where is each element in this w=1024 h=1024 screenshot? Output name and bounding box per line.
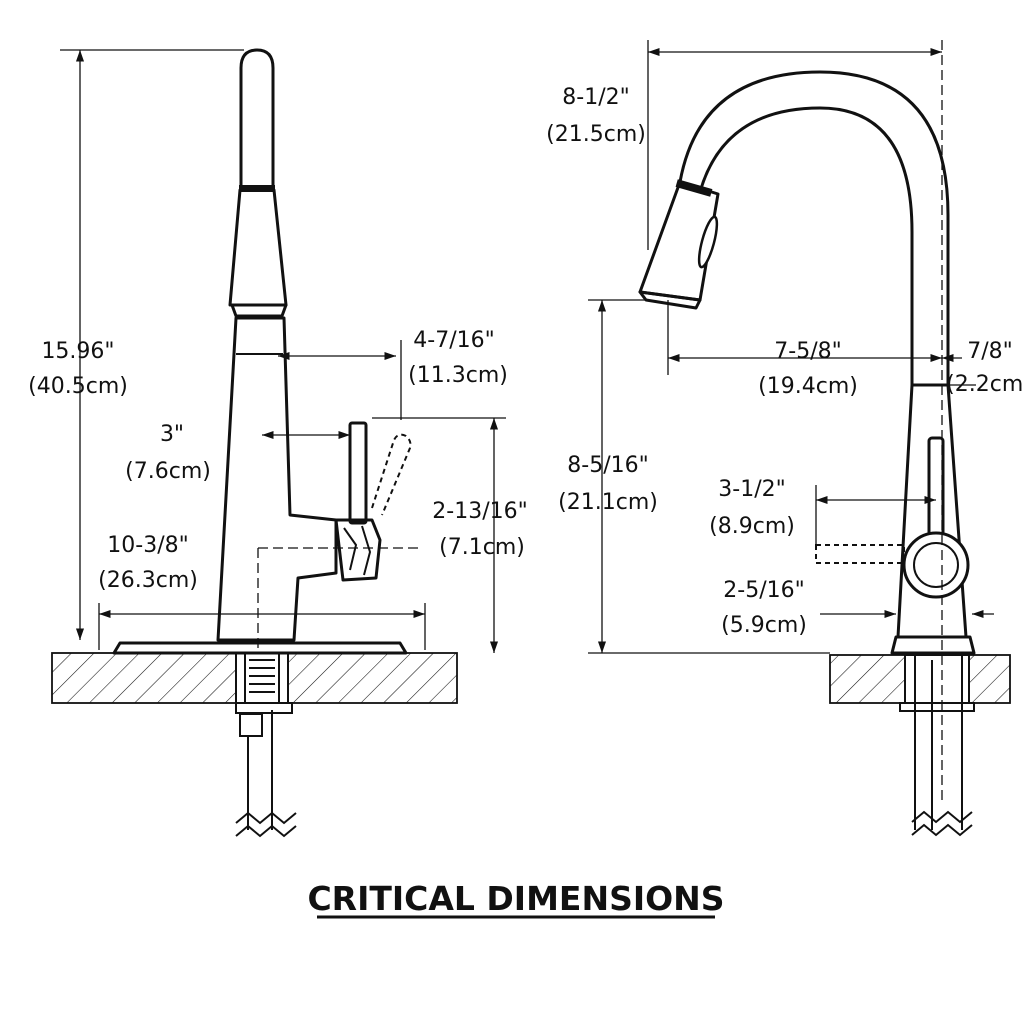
side-handle-length-metric: (8.9cm) <box>709 514 795 539</box>
front-handle-reach-imperial: 4-7/16" <box>413 328 494 353</box>
side-view <box>588 40 1011 837</box>
side-base <box>890 635 976 655</box>
side-view-labels: 8-1/2" (21.5cm) 7-5/8" (19.4cm) 7/8" (2.… <box>546 85 1024 638</box>
front-handle-hub <box>334 518 382 582</box>
front-deck-plate <box>112 641 408 655</box>
side-lever-handle <box>927 436 945 540</box>
drawing-title: CRITICAL DIMENSIONS <box>307 879 724 918</box>
front-lever-offset-metric: (7.6cm) <box>125 459 211 484</box>
front-lever-offset-imperial: 3" <box>160 422 184 447</box>
side-faucet-body <box>896 383 968 639</box>
side-mounting-shank <box>899 654 975 837</box>
side-aerator-height-imperial: 8-5/16" <box>567 453 648 478</box>
side-spout-reach-metric: (19.4cm) <box>758 374 858 399</box>
side-lever-open-position <box>815 544 905 564</box>
front-spray-head <box>228 188 288 307</box>
front-height-imperial: 15.96" <box>41 339 114 364</box>
front-spout-wand <box>239 48 275 190</box>
front-deck-width-imperial: 10-3/8" <box>107 533 188 558</box>
front-lever-handle <box>348 421 368 525</box>
front-height-metric: (40.5cm) <box>28 374 128 399</box>
side-gooseneck-spout <box>698 106 914 387</box>
side-spout-clearance-imperial: 8-1/2" <box>562 85 629 110</box>
front-handle-reach-metric: (11.3cm) <box>408 363 508 388</box>
side-base-diameter-metric: (5.9cm) <box>721 613 807 638</box>
side-base-diameter-imperial: 2-5/16" <box>723 578 804 603</box>
side-body-offset-imperial: 7/8" <box>967 339 1013 364</box>
front-faucet-body <box>216 316 338 642</box>
side-spout-clearance-metric: (21.5cm) <box>546 122 646 147</box>
side-handle-length-imperial: 3-1/2" <box>718 477 785 502</box>
front-mounting-shank <box>235 652 297 838</box>
front-view <box>51 48 506 838</box>
front-lever-open-position <box>371 433 412 516</box>
front-deck-width-metric: (26.3cm) <box>98 568 198 593</box>
front-lever-height-imperial: 2-13/16" <box>432 499 527 524</box>
front-view-labels: 15.96" (40.5cm) 4-7/16" (11.3cm) 3" (7.6… <box>28 328 528 593</box>
front-lever-height-metric: (7.1cm) <box>439 535 525 560</box>
side-body-offset-metric: (2.2cm) <box>946 372 1024 397</box>
side-spout-reach-imperial: 7-5/8" <box>774 339 841 364</box>
side-aerator-height-metric: (21.1cm) <box>558 490 658 515</box>
side-spray-button <box>697 215 719 269</box>
